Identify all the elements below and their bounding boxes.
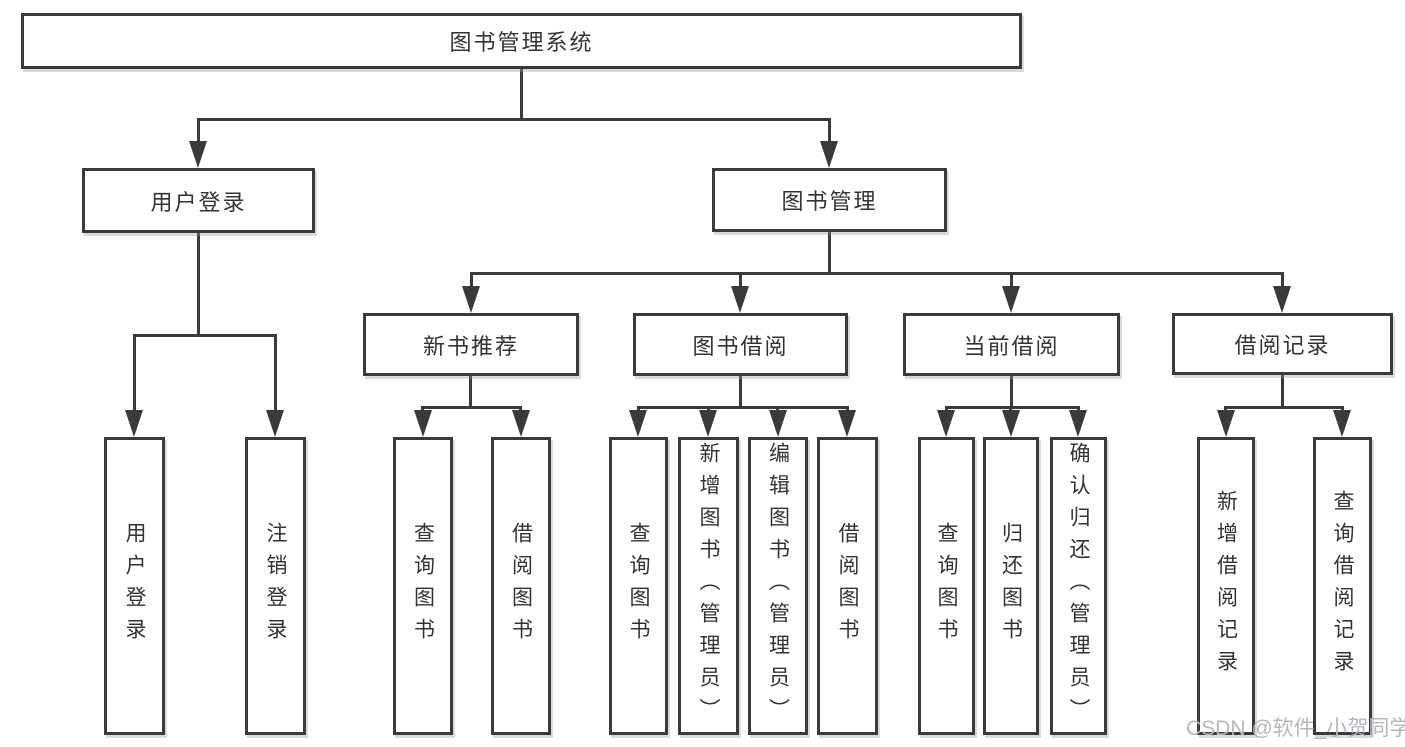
- leaf-newbook-borrow: 借阅图书: [491, 437, 551, 735]
- node-borrow-records: 借阅记录: [1172, 313, 1393, 375]
- connector-shaft-book-management: [828, 118, 831, 146]
- leaf-user-login-label: 用户登录: [123, 522, 146, 650]
- connector-bookmgmt-stem: [828, 232, 831, 275]
- connector-currentborrow-split: [945, 406, 1079, 409]
- arrowhead-cb-query: [937, 410, 955, 437]
- node-book-management: 图书管理: [712, 168, 947, 232]
- arrowhead-new-book-recommend: [462, 286, 480, 313]
- arrowhead-leaf-user-login: [125, 410, 143, 437]
- arrowhead-newbook-borrow: [512, 410, 530, 437]
- node-book-borrow-label: 图书借阅: [692, 333, 789, 359]
- connector-shaft-user-login: [197, 118, 200, 146]
- node-root-label: 图书管理系统: [449, 30, 594, 55]
- connector-shaft-new-book-recommend: [470, 272, 473, 290]
- arrowhead-newbook-query: [414, 410, 432, 437]
- leaf-borrow-add-book-label: 新增图书（管理员）: [697, 442, 720, 730]
- arrowhead-user-login: [189, 141, 207, 168]
- arrowhead-bb-borrow: [838, 410, 856, 437]
- leaf-newbook-query: 查询图书: [393, 437, 453, 735]
- node-new-book-recommend-label: 新书推荐: [422, 333, 519, 359]
- arrowhead-book-borrow: [731, 286, 749, 313]
- leaf-record-add-label: 新增借阅记录: [1214, 490, 1238, 682]
- leaf-borrow-edit-book: 编辑图书（管理员）: [748, 437, 808, 735]
- arrowhead-bb-add: [699, 410, 717, 437]
- leaf-logout-label: 注销登录: [264, 522, 287, 650]
- leaf-borrow-add-book: 新增图书（管理员）: [678, 437, 739, 735]
- connector-userlogin-split: [133, 334, 277, 337]
- node-root: 图书管理系统: [21, 13, 1022, 69]
- connector-bookmgmt-split: [470, 272, 1284, 275]
- node-book-management-label: 图书管理: [781, 189, 878, 214]
- arrowhead-borrow-records: [1273, 286, 1291, 313]
- leaf-current-return-label: 归还图书: [999, 522, 1023, 650]
- leaf-current-query-label: 查询图书: [935, 522, 958, 650]
- leaf-borrow-borrow-book: 借阅图书: [817, 437, 878, 735]
- leaf-user-login: 用户登录: [104, 437, 165, 735]
- leaf-record-add: 新增借阅记录: [1197, 437, 1255, 735]
- arrowhead-leaf-logout: [266, 410, 284, 437]
- connector-records-stem: [1281, 375, 1284, 409]
- node-current-borrow: 当前借阅: [903, 313, 1120, 376]
- leaf-record-query-label: 查询借阅记录: [1331, 490, 1354, 682]
- connector-currentborrow-stem: [1010, 376, 1013, 409]
- leaf-logout: 注销登录: [245, 437, 306, 735]
- leaf-borrow-query: 查询图书: [609, 437, 668, 735]
- leaf-current-query: 查询图书: [918, 437, 975, 735]
- arrowhead-cb-confirm: [1069, 410, 1087, 437]
- connector-shaft-leaf-user-login: [133, 334, 136, 414]
- node-book-borrow: 图书借阅: [633, 313, 848, 376]
- connector-records-split: [1224, 406, 1343, 409]
- connector-shaft-book-borrow: [739, 272, 742, 290]
- arrowhead-rec-add: [1217, 410, 1235, 437]
- arrowhead-current-borrow: [1002, 286, 1020, 313]
- leaf-current-confirm-return: 确认归还（管理员）: [1050, 437, 1107, 735]
- leaf-record-query: 查询借阅记录: [1313, 437, 1372, 735]
- leaf-borrow-borrow-book-label: 借阅图书: [836, 522, 859, 650]
- leaf-borrow-edit-book-label: 编辑图书（管理员）: [766, 442, 790, 730]
- arrowhead-bb-edit: [769, 410, 787, 437]
- connector-shaft-current-borrow: [1010, 272, 1013, 290]
- connector-root-split: [197, 118, 831, 121]
- node-user-login: 用户登录: [82, 168, 315, 233]
- node-user-login-label: 用户登录: [150, 189, 247, 215]
- leaf-current-return: 归还图书: [983, 437, 1039, 735]
- leaf-current-confirm-return-label: 确认归还（管理员）: [1067, 442, 1090, 730]
- connector-newbook-stem: [469, 376, 472, 409]
- node-current-borrow-label: 当前借阅: [963, 333, 1060, 359]
- connector-shaft-borrow-records: [1281, 272, 1284, 290]
- connector-newbook-split: [421, 406, 522, 409]
- leaf-newbook-query-label: 查询图书: [411, 522, 435, 650]
- connector-bookborrow-split: [637, 406, 849, 409]
- leaf-newbook-borrow-label: 借阅图书: [509, 522, 533, 650]
- connector-bookborrow-stem: [739, 376, 742, 409]
- connector-shaft-leaf-logout: [274, 334, 277, 414]
- connector-root-stem: [520, 69, 523, 121]
- node-borrow-records-label: 借阅记录: [1234, 333, 1331, 358]
- arrowhead-book-management: [820, 141, 838, 168]
- arrowhead-rec-query: [1333, 410, 1351, 437]
- node-new-book-recommend: 新书推荐: [363, 313, 579, 376]
- arrowhead-cb-return: [1002, 410, 1020, 437]
- arrowhead-bb-query: [629, 410, 647, 437]
- csdn-watermark: CSDN @软件_小贺同学: [1186, 717, 1405, 740]
- connector-userlogin-stem: [197, 233, 200, 337]
- leaf-borrow-query-label: 查询图书: [627, 522, 650, 650]
